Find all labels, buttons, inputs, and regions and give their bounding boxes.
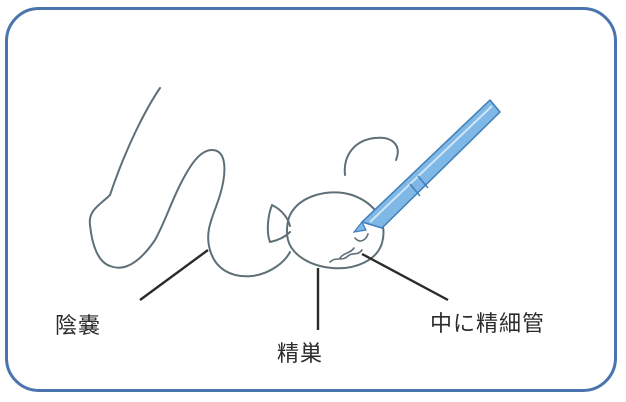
label-seminiferous-tubules: 中に精細管: [430, 312, 546, 337]
scalpel-icon: [352, 99, 501, 233]
label-testis: 精巣: [277, 342, 324, 367]
scrotum-outline: [209, 249, 291, 278]
incision-flap: [266, 204, 291, 243]
tubule-squiggle: [329, 233, 369, 263]
thigh-outline: [343, 136, 399, 176]
leader-line-tubules: [361, 252, 449, 302]
penis-outline: [88, 87, 226, 269]
label-scrotum: 陰嚢: [55, 314, 102, 339]
leader-line-scrotum: [139, 249, 209, 301]
